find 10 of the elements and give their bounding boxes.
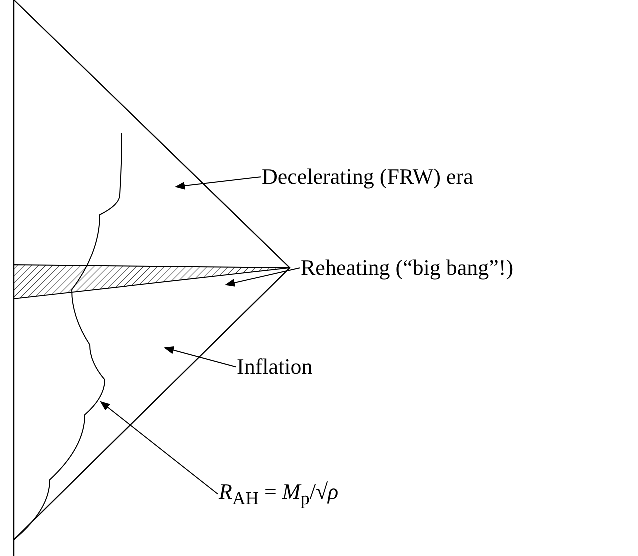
region-label: R$_{AH}$ = M$_{p}$/√ρ [219,480,339,509]
leader-arrow [164,346,236,368]
leader-arrow [225,268,300,287]
region-label: Inflation [237,355,313,380]
leader-arrow [175,176,262,190]
region-label: Decelerating (FRW) era [262,165,474,190]
hatched-wedge [14,264,290,300]
leader-arrow [100,401,218,495]
horizon-curve [14,132,122,540]
region-label: Reheating (“big bang”!) [301,256,514,280]
